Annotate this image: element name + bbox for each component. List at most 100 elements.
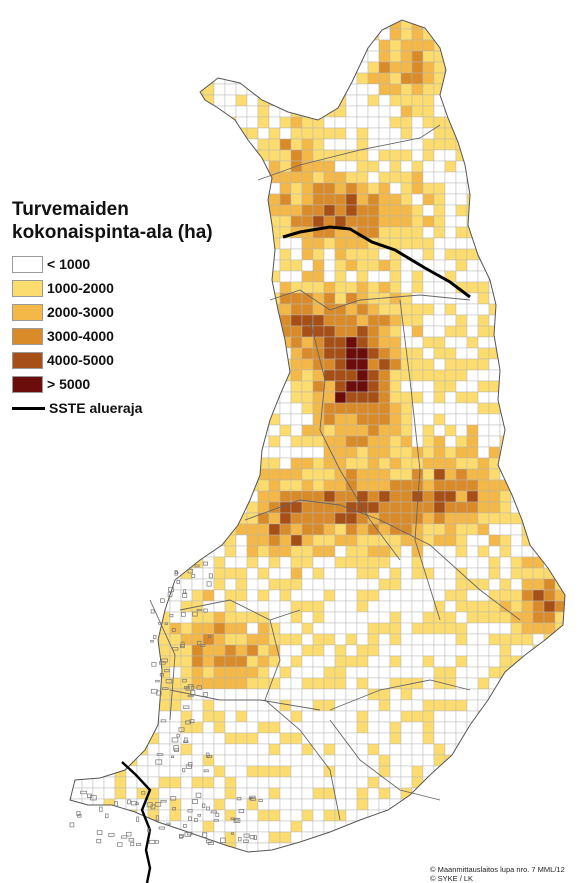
grid-cell — [312, 20, 325, 30]
grid-cell — [554, 358, 565, 371]
grid-cell — [400, 479, 413, 492]
grid-cell — [301, 391, 314, 404]
grid-cell — [499, 39, 512, 52]
grid-cell — [103, 28, 116, 41]
grid-cell — [566, 293, 577, 304]
grid-cell — [488, 50, 501, 63]
grid-cell — [389, 325, 402, 338]
grid-cell — [532, 424, 545, 437]
grid-cell — [291, 854, 302, 865]
grid-cell — [554, 820, 565, 833]
grid-cell — [543, 765, 556, 778]
grid-cell — [345, 644, 358, 657]
grid-cell — [246, 622, 259, 635]
grid-cell — [191, 655, 204, 668]
grid-cell — [477, 127, 490, 140]
island — [87, 793, 93, 798]
grid-cell — [345, 655, 358, 668]
grid-cell — [378, 710, 391, 723]
grid-cell — [235, 556, 248, 569]
grid-cell — [323, 292, 336, 305]
grid-cell — [554, 556, 565, 569]
grid-cell — [367, 391, 380, 404]
grid-cell — [400, 743, 413, 756]
grid-cell — [367, 149, 380, 162]
grid-cell — [136, 666, 149, 679]
grid-cell — [433, 435, 446, 448]
grid-cell — [543, 479, 556, 492]
grid-cell — [477, 578, 490, 591]
legend-swatch — [12, 375, 43, 393]
region-boundary — [399, 299, 441, 621]
grid-cell — [312, 633, 325, 646]
grid-cell — [136, 732, 149, 745]
grid-cell — [70, 424, 72, 437]
grid-cell — [455, 94, 468, 107]
grid-cell — [411, 765, 424, 778]
grid-cell — [532, 149, 545, 162]
grid-cell — [257, 490, 270, 503]
grid-cell — [70, 83, 83, 96]
grid-cell — [477, 787, 490, 800]
grid-cell — [70, 28, 72, 41]
grid-cell — [334, 402, 347, 415]
island — [150, 640, 154, 643]
grid-cell — [378, 369, 391, 382]
grid-cell — [290, 314, 303, 327]
grid-cell — [92, 116, 105, 129]
grid-cell — [499, 149, 512, 162]
grid-cell — [345, 468, 358, 481]
grid-cell — [136, 127, 149, 140]
grid-cell — [543, 303, 556, 316]
grid-cell — [312, 28, 325, 41]
grid-cell — [433, 248, 446, 261]
grid-cell — [323, 259, 336, 272]
grid-cell — [257, 600, 270, 613]
grid-cell — [246, 50, 259, 63]
grid-cell — [290, 787, 303, 800]
grid-cell — [246, 105, 259, 118]
grid-cell — [521, 358, 534, 371]
grid-cell — [521, 182, 534, 195]
grid-cell — [125, 138, 138, 151]
grid-cell — [92, 61, 105, 74]
grid-cell — [70, 435, 72, 448]
grid-cell — [312, 193, 325, 206]
grid-cell — [389, 215, 402, 228]
grid-cell — [367, 20, 380, 30]
grid-cell — [158, 732, 171, 745]
grid-cell — [202, 61, 215, 74]
grid-cell — [499, 50, 512, 63]
grid-cell — [213, 765, 226, 778]
grid-cell — [114, 721, 127, 734]
grid-cell — [389, 457, 402, 470]
grid-cell — [400, 20, 413, 30]
grid-cell — [422, 369, 435, 382]
grid-cell — [345, 512, 358, 525]
grid-cell — [257, 655, 270, 668]
grid-cell — [81, 512, 94, 525]
grid-cell — [345, 600, 358, 613]
grid-cell — [455, 380, 468, 393]
grid-cell — [136, 446, 149, 459]
grid-cell — [466, 490, 479, 503]
island — [195, 792, 202, 798]
grid-cell — [114, 666, 127, 679]
grid-cell — [477, 292, 490, 305]
grid-cell — [532, 523, 545, 536]
grid-cell — [499, 512, 512, 525]
grid-cell — [70, 611, 72, 624]
grid-cell — [224, 589, 237, 602]
grid-cell — [114, 72, 127, 85]
grid-cell — [323, 611, 336, 624]
grid-cell — [400, 116, 413, 129]
grid-cell — [301, 127, 314, 140]
grid-cell — [70, 149, 83, 162]
grid-cell — [246, 20, 259, 30]
grid-cell — [499, 578, 512, 591]
grid-cell — [444, 347, 457, 360]
grid-cell — [323, 369, 336, 382]
grid-cell — [477, 677, 490, 690]
grid-cell — [213, 171, 226, 184]
island — [164, 622, 168, 625]
